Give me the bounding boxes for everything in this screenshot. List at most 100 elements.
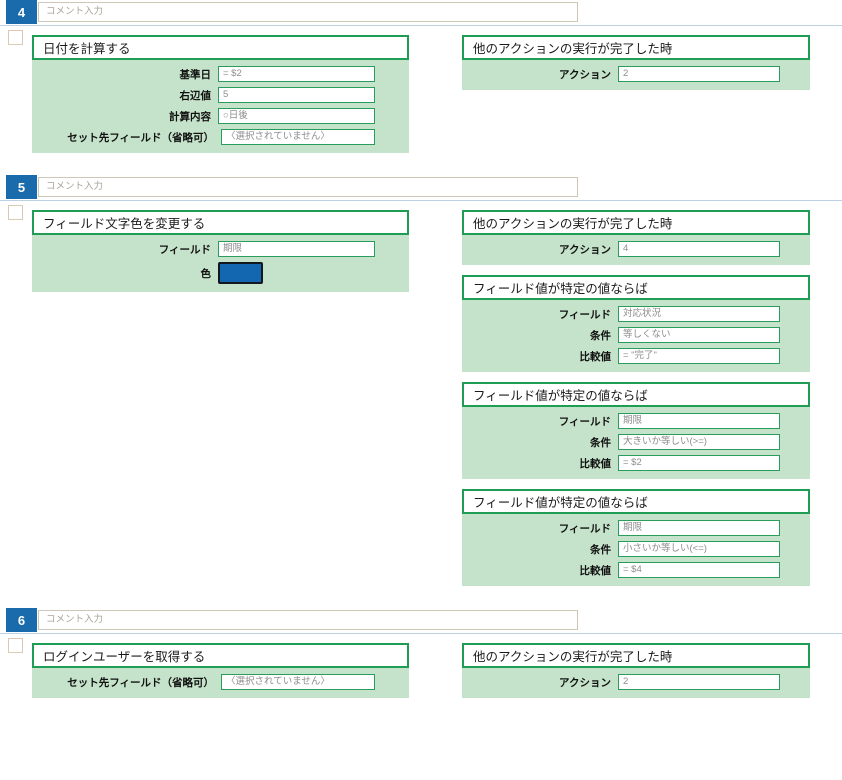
action-card: ログインユーザーを取得するセット先フィールド（省略可） 〈選択されていません〉: [32, 643, 409, 698]
action-card: 他のアクションの実行が完了した時アクション 2: [462, 35, 810, 90]
field-value-input[interactable]: 〈選択されていません〉: [221, 674, 375, 690]
field-value-input[interactable]: 大きいか等しい(>=): [618, 434, 780, 450]
field-label: 条件: [590, 329, 611, 342]
step-number-badge: 6: [6, 608, 37, 632]
action-card: フィールド値が特定の値ならばフィールド期限条件大きいか等しい(>=)比較値= $…: [462, 382, 810, 479]
action-card-title: フィールド文字色を変更する: [32, 210, 409, 235]
field-value-input[interactable]: 4: [618, 241, 780, 257]
action-card-title: 他のアクションの実行が完了した時: [462, 210, 810, 235]
field-row: 右辺値 5: [32, 87, 409, 103]
action-card-body: アクション 2: [462, 668, 810, 698]
field-value-input[interactable]: 等しくない: [618, 327, 780, 343]
field-label: フィールド: [158, 243, 211, 256]
field-label: 条件: [590, 543, 611, 556]
field-label: 比較値: [579, 564, 612, 577]
field-label: 右辺値: [179, 89, 212, 102]
action-card-title: フィールド値が特定の値ならば: [462, 489, 810, 514]
field-row: フィールド対応状況: [462, 306, 810, 322]
action-card-title: フィールド値が特定の値ならば: [462, 275, 810, 300]
step-select-checkbox[interactable]: [8, 638, 23, 653]
action-card: フィールド値が特定の値ならばフィールド対応状況条件等しくない比較値= "完了": [462, 275, 810, 372]
step-number-badge: 4: [6, 0, 37, 24]
field-value-input[interactable]: 期限: [218, 241, 375, 257]
action-card-body: フィールド期限色: [32, 235, 409, 292]
step-body: ログインユーザーを取得するセット先フィールド（省略可）〈選択されていません〉他の…: [0, 634, 842, 720]
step-body: フィールド文字色を変更するフィールド期限色他のアクションの実行が完了した時アクシ…: [0, 201, 842, 608]
field-label: フィールド: [558, 308, 611, 321]
field-label: フィールド: [558, 415, 611, 428]
field-value-input[interactable]: 5: [218, 87, 375, 103]
action-card-body: セット先フィールド（省略可） 〈選択されていません〉: [32, 668, 409, 698]
action-card-title: 日付を計算する: [32, 35, 409, 60]
field-row: 計算内容 ○日後: [32, 108, 409, 124]
field-value-input[interactable]: = $2: [618, 455, 780, 471]
field-label: フィールド: [558, 522, 611, 535]
field-row: 比較値 = $4: [462, 562, 810, 578]
action-card: フィールド値が特定の値ならばフィールド期限条件小さいか等しい(<=)比較値= $…: [462, 489, 810, 586]
field-label: セット先フィールド（省略可）: [67, 676, 214, 689]
action-card-body: フィールド期限条件大きいか等しい(>=)比較値= $2: [462, 407, 810, 479]
step-divider: [0, 25, 842, 26]
field-row: 基準日 = $2: [32, 66, 409, 82]
field-label: 計算内容: [169, 110, 211, 123]
field-value-input[interactable]: = $4: [618, 562, 780, 578]
comment-input[interactable]: コメント入力: [38, 2, 578, 22]
step-divider: [0, 633, 842, 634]
field-value-input[interactable]: ○日後: [218, 108, 375, 124]
action-card-title: フィールド値が特定の値ならば: [462, 382, 810, 407]
action-card-body: 基準日 = $2 右辺値 5 計算内容 ○日後セット先フィールド（省略可）〈選択されていま…: [32, 60, 409, 153]
action-card-body: フィールド期限条件小さいか等しい(<=)比較値= $4: [462, 514, 810, 586]
action-column: 日付を計算する基準日 = $2 右辺値 5 計算内容 ○日後セット先フィールド（省略可）〈…: [0, 35, 455, 163]
action-card-body: アクション 2: [462, 60, 810, 90]
field-label: アクション: [559, 676, 611, 689]
field-row: 条件小さいか等しい(<=): [462, 541, 810, 557]
step-select-checkbox[interactable]: [8, 205, 23, 220]
comment-input[interactable]: コメント入力: [38, 610, 578, 630]
field-value-input[interactable]: 〈選択されていません〉: [221, 129, 375, 145]
field-row: 比較値 = "完了": [462, 348, 810, 364]
field-label: アクション: [559, 243, 611, 256]
action-card-body: フィールド対応状況条件等しくない比較値= "完了": [462, 300, 810, 372]
condition-column: 他のアクションの実行が完了した時アクション 2: [462, 35, 842, 100]
field-label: アクション: [559, 68, 611, 81]
action-card-title: 他のアクションの実行が完了した時: [462, 35, 810, 60]
color-swatch[interactable]: [218, 262, 263, 284]
action-card: 日付を計算する基準日 = $2 右辺値 5 計算内容 ○日後セット先フィールド（省略可）〈…: [32, 35, 409, 153]
step-divider: [0, 200, 842, 201]
field-value-input[interactable]: 2: [618, 674, 780, 690]
comment-input[interactable]: コメント入力: [38, 177, 578, 197]
step-number-badge: 5: [6, 175, 37, 199]
step-body: 日付を計算する基準日 = $2 右辺値 5 計算内容 ○日後セット先フィールド（省略可）〈…: [0, 26, 842, 175]
action-card: 他のアクションの実行が完了した時アクション 4: [462, 210, 810, 265]
field-row: セット先フィールド（省略可）〈選択されていません〉: [32, 129, 409, 145]
field-label: 条件: [590, 436, 611, 449]
field-value-input[interactable]: = $2: [218, 66, 375, 82]
action-card-title: ログインユーザーを取得する: [32, 643, 409, 668]
field-value-input[interactable]: 小さいか等しい(<=): [618, 541, 780, 557]
field-row: 条件大きいか等しい(>=): [462, 434, 810, 450]
field-row: フィールド期限: [32, 241, 409, 257]
field-label: 色: [200, 267, 212, 280]
field-row: アクション 2: [462, 674, 810, 690]
field-label: 比較値: [579, 350, 612, 363]
action-column: ログインユーザーを取得するセット先フィールド（省略可） 〈選択されていません〉: [0, 643, 455, 708]
field-row: アクション 2: [462, 66, 810, 82]
field-value-input[interactable]: 対応状況: [618, 306, 780, 322]
field-label: 基準日: [179, 68, 212, 81]
action-column: フィールド文字色を変更するフィールド期限色: [0, 210, 455, 302]
field-value-input[interactable]: = "完了": [618, 348, 780, 364]
field-row: アクション 4: [462, 241, 810, 257]
step-select-checkbox[interactable]: [8, 30, 23, 45]
field-value-input[interactable]: 2: [618, 66, 780, 82]
field-label: 比較値: [579, 457, 612, 470]
field-value-input[interactable]: 期限: [618, 413, 780, 429]
field-value-input[interactable]: 期限: [618, 520, 780, 536]
